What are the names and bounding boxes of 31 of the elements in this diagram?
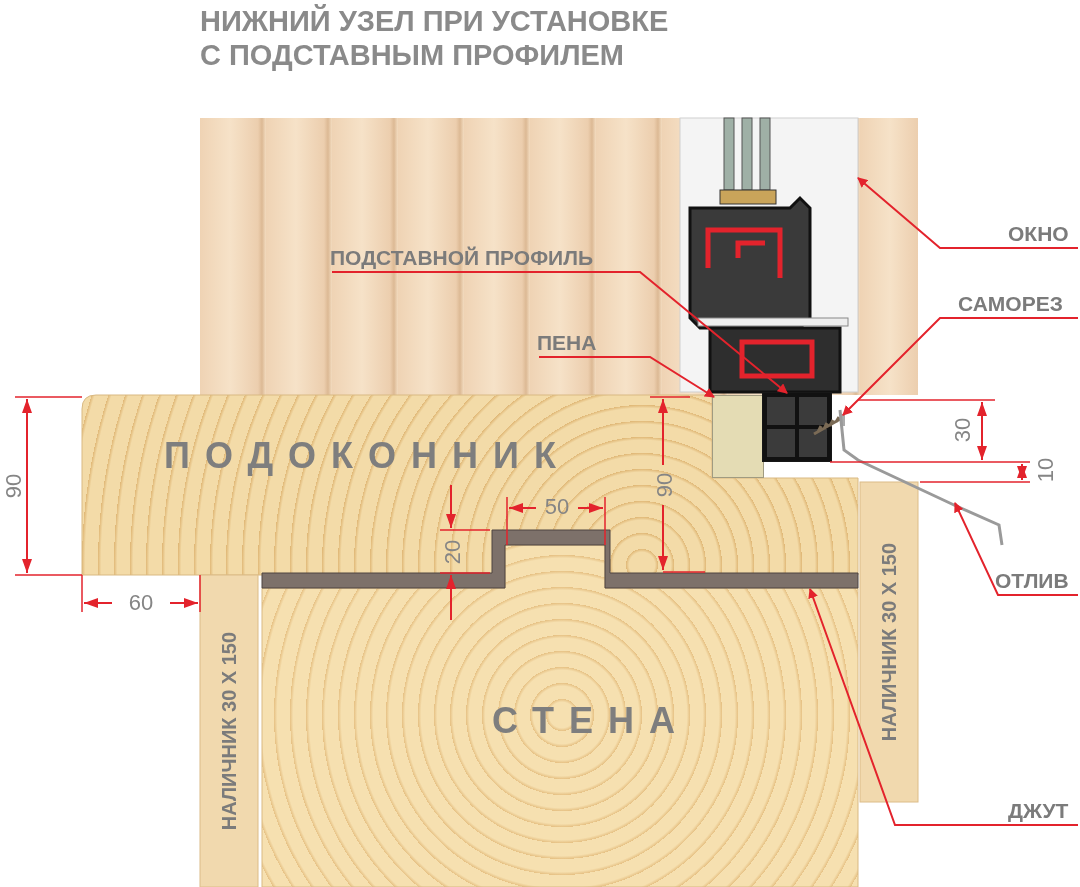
wall-label: СТЕНА — [492, 700, 691, 742]
dimension-label: 60 — [128, 591, 154, 615]
callout-label: ОКНО — [1008, 222, 1069, 246]
trim-board — [200, 575, 258, 887]
screw-drawing — [812, 414, 846, 438]
trim-board — [860, 482, 918, 802]
dimension-label: 90 — [653, 472, 677, 498]
dimension-label: 10 — [1034, 457, 1058, 483]
callout-label: САМОРЕЗ — [958, 292, 1063, 316]
dimension-label: 50 — [544, 495, 570, 519]
callout-label: ОТЛИВ — [995, 569, 1069, 593]
jute-seal — [262, 530, 858, 588]
dimension-label: 90 — [2, 473, 26, 499]
foam-block — [712, 395, 764, 478]
leader-line — [538, 356, 715, 398]
window-profile-drawing — [680, 118, 858, 392]
leader-line — [331, 271, 788, 394]
leader-line — [857, 177, 1079, 249]
leader-line — [842, 317, 1079, 416]
title: НИЖНИЙ УЗЕЛ ПРИ УСТАНОВКЕ С ПОДСТАВНЫМ ПРОФИЛЕМ — [200, 4, 670, 72]
trim-label: НАЛИЧНИК 30 Х 150 — [217, 631, 241, 831]
sill-label: ПОДОКОННИК — [164, 435, 571, 477]
callout-label: ПОДСТАВНОЙ ПРОФИЛЬ — [330, 246, 594, 270]
callout-label: ПЕНА — [537, 331, 597, 355]
support-profile-drawing — [762, 392, 832, 462]
trim-label: НАЛИЧНИК 30 Х 150 — [877, 542, 901, 742]
callout-label: ДЖУТ — [1008, 799, 1069, 823]
dimension-label: 30 — [951, 417, 975, 443]
leader-line — [808, 588, 1079, 826]
dimension-label: 20 — [441, 539, 465, 565]
leader-line — [954, 502, 1079, 596]
